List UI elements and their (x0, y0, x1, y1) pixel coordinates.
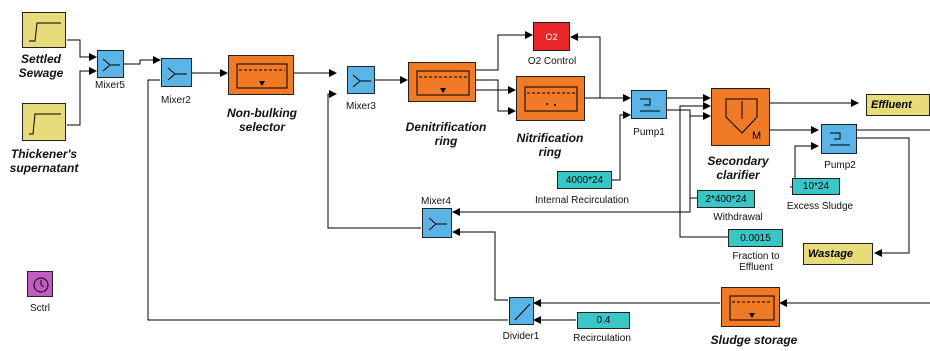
step-source-icon (29, 22, 61, 42)
pump1-block[interactable] (631, 90, 667, 119)
mixer2-label: Mixer2 (160, 95, 191, 106)
divider-icon (514, 303, 531, 321)
mixer2-block[interactable] (161, 58, 192, 87)
pump2-block[interactable] (821, 124, 857, 154)
divider1-block[interactable] (509, 297, 534, 325)
mixer4-label: Mixer4 (420, 196, 451, 207)
pump-icon (830, 132, 850, 146)
sludge-storage-block[interactable] (721, 287, 780, 327)
excess-sludge-label: Excess Sludge (786, 201, 854, 212)
internal-recirculation-label: Internal Recirculation (535, 195, 629, 206)
divider1-label: Divider1 (502, 331, 540, 342)
thickener-block[interactable] (22, 103, 66, 141)
internal-recirculation-constant[interactable]: 4000*24 (557, 171, 612, 189)
tank-icon (416, 70, 470, 96)
sctrl-block[interactable] (27, 271, 53, 297)
pump1-label: Pump1 (633, 127, 665, 138)
clock-icon (33, 277, 49, 293)
nonbulking-selector-block[interactable] (228, 55, 294, 95)
step-source-icon (29, 113, 61, 135)
sctrl-label: Sctrl (30, 303, 50, 314)
tank-icon (729, 295, 775, 321)
recirculation-label: Recirculation (573, 333, 631, 344)
withdrawal-constant[interactable]: 2*400*24 (697, 190, 755, 208)
fraction-to-effluent-constant[interactable]: 0.0015 (728, 229, 783, 247)
wastage-sink[interactable]: Wastage (803, 243, 873, 265)
o2-control-label: O2 Control (527, 56, 577, 67)
nitrification-ring-block[interactable] (516, 76, 585, 121)
pump2-label: Pump2 (824, 160, 856, 171)
mixer5-label: Mixer5 (94, 80, 125, 91)
mixer5-block[interactable] (97, 50, 124, 78)
mixer3-label: Mixer3 (345, 101, 376, 112)
denitrification-ring-block[interactable] (408, 62, 476, 102)
withdrawal-label: Withdrawal (713, 212, 763, 223)
mixer-icon (167, 67, 187, 81)
secondary-clarifier-block[interactable]: M (711, 88, 770, 146)
tank-icon (524, 86, 578, 112)
effluent-sink[interactable]: Effluent (866, 94, 930, 116)
o2-block[interactable]: O2 (533, 22, 570, 51)
clarifier-icon: M (725, 98, 761, 142)
sludge-storage-label: Sludge storage (710, 333, 798, 347)
mixer-icon (102, 58, 120, 72)
svg-text:M: M (752, 130, 761, 142)
mixer-icon (428, 217, 447, 231)
mixer-icon (352, 74, 371, 88)
recirculation-constant[interactable]: 0.4 (577, 312, 630, 329)
mixer4-block[interactable] (422, 208, 452, 238)
tank-icon (236, 63, 288, 89)
pump-icon (640, 98, 660, 112)
mixer3-block[interactable] (347, 66, 375, 94)
excess-sludge-constant[interactable]: 10*24 (792, 178, 840, 195)
settled-sewage-block[interactable] (22, 12, 66, 48)
